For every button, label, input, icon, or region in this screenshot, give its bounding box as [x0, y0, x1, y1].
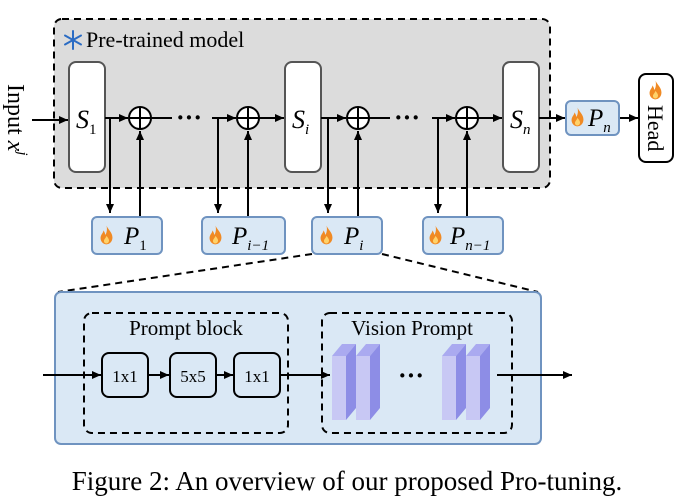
stage-label-i: Si [292, 105, 309, 138]
prompt-label-i: Pi [343, 223, 363, 254]
snowflake-icon [64, 30, 82, 50]
prompt-box-i-1 [201, 216, 286, 255]
pretrained-model-label: Pre-trained model [86, 27, 244, 52]
prompt-label-n: Pn [587, 105, 611, 136]
zoom-lines [57, 253, 539, 293]
input-label: Input xj [2, 84, 30, 156]
prompt-label-i-1: Pi−1 [231, 223, 269, 254]
ellipsis-detail: ··· [398, 361, 424, 390]
prompt-box-n-1 [422, 216, 504, 255]
prompt-box-1 [91, 216, 163, 255]
conv-label-b: 5x5 [180, 367, 206, 386]
stage-label-1: S1 [76, 105, 97, 138]
prompt-box-n [565, 100, 620, 136]
vision-prompt-box [321, 312, 513, 434]
stage-label-n: Sn [510, 105, 531, 138]
add-node-1 [128, 106, 152, 130]
add-node-i-1 [236, 106, 260, 130]
ellipsis-top-2: ··· [394, 103, 420, 132]
prompt-block-title: Prompt block [129, 316, 243, 340]
vision-token-stack-left [332, 344, 380, 420]
vision-token-stack-right [442, 344, 490, 420]
prompt-detail-panel [54, 291, 542, 445]
head-label: Head [643, 105, 668, 151]
vision-prompt-title: Vision Prompt [351, 316, 473, 340]
add-node-n-1 [455, 106, 479, 130]
prompt-block-box [83, 312, 289, 434]
conv-label-c: 1x1 [244, 367, 270, 386]
head-box [638, 73, 674, 163]
conv-label-a: 1x1 [112, 367, 138, 386]
prompt-box-i [311, 216, 383, 255]
figure-caption: Figure 2: An overview of our proposed Pr… [72, 466, 622, 496]
prompt-connectors [106, 118, 471, 221]
add-node-i [346, 106, 370, 130]
ellipsis-top-1: ··· [176, 103, 202, 132]
prompt-label-n-1: Pn−1 [449, 223, 490, 254]
prompt-label-1: P1 [123, 223, 147, 254]
